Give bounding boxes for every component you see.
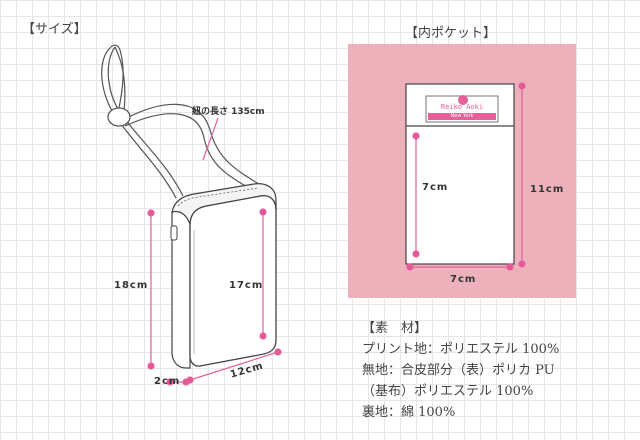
materials-line-3: （基布）ポリエステル 100% (362, 384, 534, 399)
zipper-pull (170, 225, 178, 241)
size-section-title: 【サイズ】 (22, 22, 87, 37)
brand-tag-name: Reiko Aoki (440, 103, 484, 111)
bag-zipper-line (177, 187, 259, 207)
dim-dot-2-left (166, 378, 174, 386)
strap-label-leader (202, 117, 219, 161)
brand-tag-band (428, 113, 496, 120)
strap-length-label: 紐の長さ 135cm (192, 107, 265, 117)
dim-dot-pw-left (406, 263, 414, 271)
dim-dot-17-bottom (259, 332, 267, 340)
strap-right-1 (122, 103, 263, 187)
dim-dot-pan-bottom (518, 260, 526, 268)
dim-dot-12-right (274, 348, 282, 356)
materials-block: 【素 材】 プリント地：ポリエステル 100% 無地：合皮部分（表）ポリカ PU… (362, 318, 559, 423)
dim-dot-18-top (147, 209, 155, 217)
materials-line-2: 無地：合皮部分（表）ポリカ PU (362, 363, 555, 378)
panel-height-label: 11cm (530, 184, 565, 195)
dim-dot-17-top (259, 208, 267, 216)
strap-adjuster-bead (107, 107, 131, 127)
dim-dot-ph-top (412, 132, 420, 140)
strap-loop-b1 (109, 44, 124, 113)
height-inner-label: 17cm (229, 280, 264, 291)
materials-line-1: プリント地：ポリエステル 100% (362, 342, 560, 357)
depth-label: 2cm (154, 376, 181, 387)
dim-line-12cm (189, 351, 279, 381)
dim-dot-ph-bottom (412, 250, 420, 258)
dim-dot-18-bottom (147, 362, 155, 370)
materials-line-4: 裏地：綿 100% (362, 405, 456, 420)
height-outer-label: 18cm (114, 280, 149, 291)
pocket-section-title: 【内ポケット】 (405, 26, 497, 41)
pocket-width-label: 7cm (450, 274, 477, 285)
materials-heading: 【素 材】 (362, 321, 428, 336)
brand-tag-city: New York (450, 113, 474, 119)
strap-loop-b2 (114, 46, 126, 113)
dim-dot-pw-right (506, 263, 514, 271)
pocket-height-label: 7cm (422, 182, 449, 193)
dim-dot-pan-top (518, 82, 526, 90)
brand-logo-mark (458, 95, 468, 105)
dim-dot-12-left (186, 376, 194, 384)
strap-right-2 (124, 113, 257, 193)
bag-top-gusset (171, 183, 277, 226)
